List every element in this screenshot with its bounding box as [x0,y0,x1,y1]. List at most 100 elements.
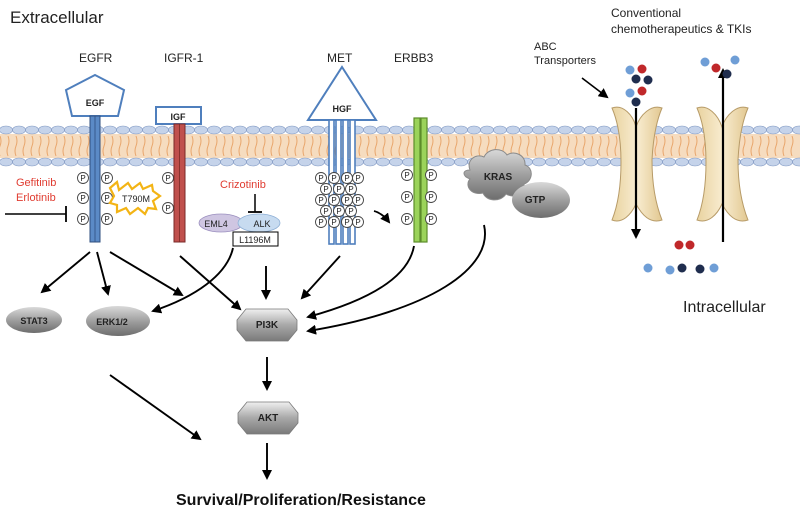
phospho-label: P [323,207,328,216]
phospho-site [352,172,364,184]
lipid-head [428,125,442,135]
phospho-site [315,172,327,184]
lipid-tail [222,135,226,157]
drug-molecule [700,57,710,67]
phospho-site [425,191,437,203]
hgf-ligand [306,65,378,121]
phospho-label: P [165,204,170,213]
lipid-tail [14,135,18,157]
lipid-head [363,125,377,135]
lipid-head [77,125,91,135]
lipid-tail [158,135,162,157]
lipid-head [389,125,403,135]
drug-molecule [677,263,687,273]
phospho-label: P [344,174,349,183]
lipid-head [454,125,468,135]
pi3k-node [236,308,298,342]
akt-node [237,401,299,435]
met-label: MET [327,51,353,65]
lipid-head [389,157,403,167]
phospho-label: P [348,207,353,216]
lipid-head [792,157,800,167]
cell-membrane [0,125,800,167]
phospho-label: P [318,196,323,205]
lipid-tail [254,135,258,157]
lipid-tail [6,135,10,157]
lipid-head [363,157,377,167]
lipid-tail [542,135,546,157]
phospho-label: P [355,174,360,183]
lipid-tail [198,135,202,157]
phospho-label: P [80,215,85,224]
lipid-head [220,157,234,167]
lipid-tail [470,135,474,157]
lipid-tail [454,135,458,157]
abc-label-line2: Transporters [534,55,596,67]
drug-molecule [711,63,721,73]
lipid-head [298,125,312,135]
lipid-tail [150,135,154,157]
kras-cloud [463,149,532,201]
lipid-head [753,125,767,135]
lipid-tail [246,135,250,157]
lipid-head [688,157,702,167]
lipid-tail [102,135,106,157]
phospho-label: P [355,196,360,205]
lipid-head [571,125,585,135]
erk-node [86,306,150,336]
lipid-tail [606,135,610,157]
signaling-arrows [40,224,486,480]
lipid-head [493,125,507,135]
phospho-label: P [344,196,349,205]
abc-transporter-right [696,68,749,242]
phospho-site [401,169,413,181]
lipid-head [467,125,481,135]
phospho-site [328,194,340,206]
lipid-head [25,125,39,135]
lipid-tail [550,135,554,157]
lipid-head [766,125,780,135]
lipid-tail [382,135,386,157]
akt-label: AKT [258,413,279,424]
lipid-tail [566,135,570,157]
lipid-tail [614,135,618,157]
abc-pointer-arrow [581,77,609,99]
egfr-to-erk-arrow [96,251,111,296]
phospho-label: P [404,215,409,224]
lipid-tail [302,135,306,157]
hgf-label: HGF [333,104,353,114]
erbb3-to-pi3k-arrow [306,245,415,320]
phospho-label: P [165,174,170,183]
lipid-head [675,125,689,135]
t790m-star [108,180,162,216]
lipid-tail [0,135,2,156]
lipid-tail [678,135,682,157]
lipid-tail [662,135,666,157]
lipid-head [558,125,572,135]
lipid-head [246,157,260,167]
lipid-tail [574,135,578,157]
lipid-tail [118,135,122,157]
igfr1-receptor: IGF [155,106,202,243]
alk-to-erk-arrow [151,247,234,314]
lipid-tail [214,135,218,157]
lipid-head [233,157,247,167]
drug-molecule [685,240,695,250]
lipid-tail [110,135,114,157]
drug-molecule [637,86,647,96]
lipid-tail [358,135,362,157]
extracellular-label: Extracellular [10,8,104,27]
lipid-tail [278,135,282,157]
stat3-erk-to-outcome-arrow [109,374,202,441]
lipid-tail [518,135,522,157]
lipid-tail [406,135,410,157]
phospho-label: P [80,174,85,183]
lipid-head [116,157,130,167]
lipid-tail [206,135,210,157]
lipid-tail [230,135,234,157]
phospho-site [333,183,345,195]
phospho-label: P [336,185,341,194]
lipid-tail [54,135,58,157]
